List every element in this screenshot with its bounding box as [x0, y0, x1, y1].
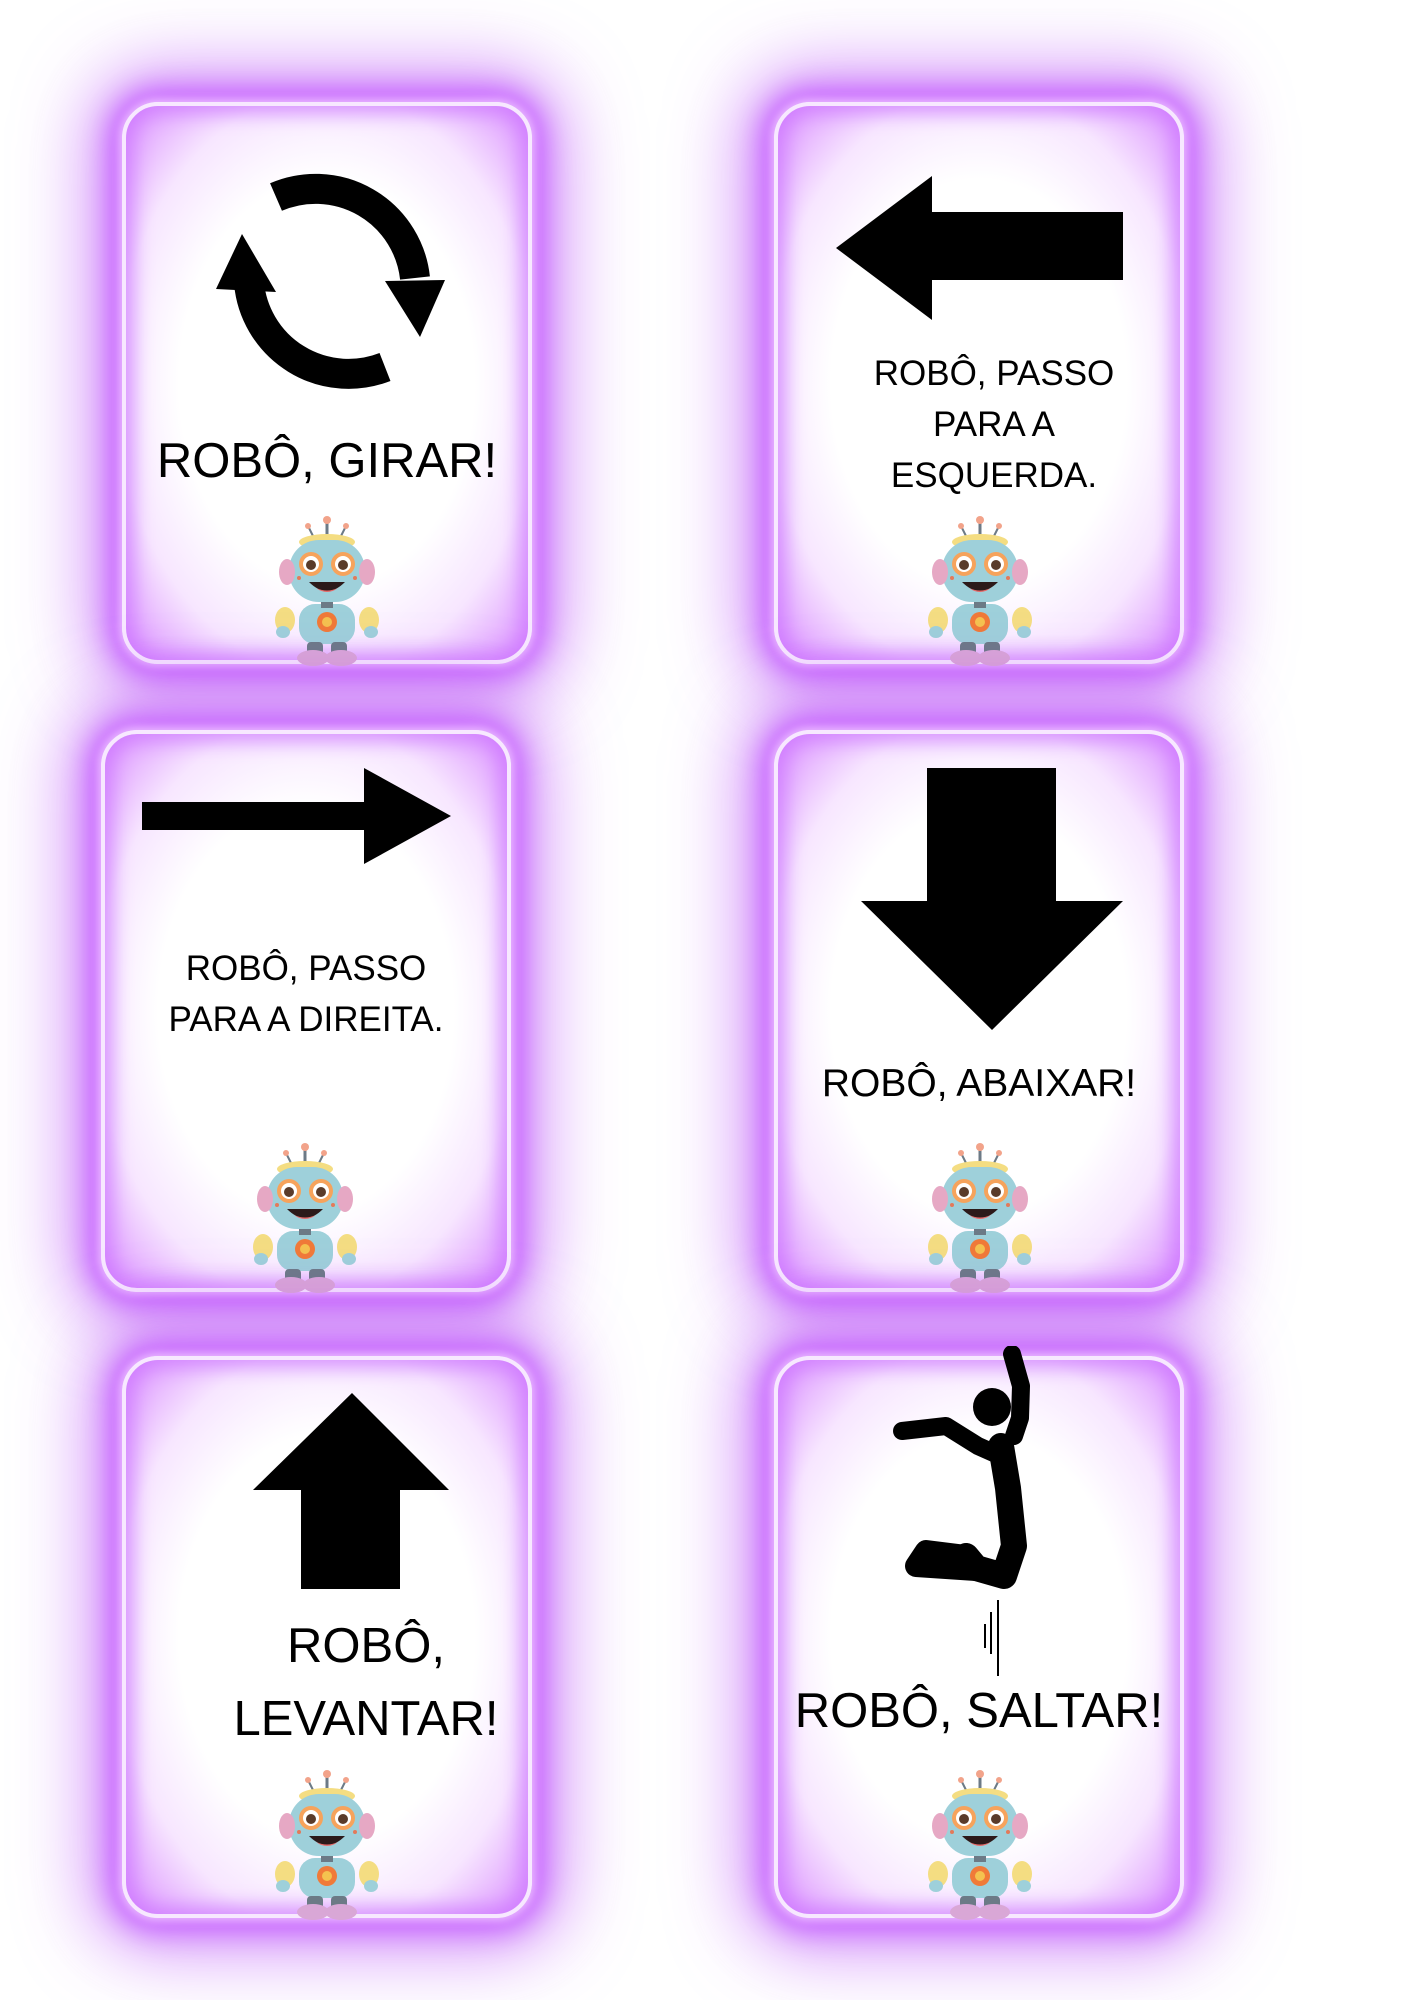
robot-icon	[926, 1143, 1034, 1293]
arrow-right-icon	[142, 768, 451, 864]
robot-icon	[926, 1770, 1034, 1920]
card-label: ROBÔ, ABAIXAR!	[821, 1062, 1137, 1105]
robot-icon	[273, 516, 381, 666]
card-label: ROBÔ, PASSO PARA A DIREITA.	[168, 949, 444, 1040]
jumping-person-icon	[893, 1346, 1030, 1676]
card-label: ROBÔ, LEVANTAR!	[233, 1619, 499, 1746]
arrow-left-icon	[836, 176, 1123, 320]
card-label: ROBÔ, GIRAR!	[156, 434, 498, 488]
card-label: ROBÔ, SALTAR!	[794, 1684, 1164, 1738]
card-label: ROBÔ, PASSO PARA A ESQUERDA.	[873, 354, 1115, 496]
arrow-up-icon	[253, 1393, 449, 1589]
rotate-arrows-icon	[216, 173, 445, 389]
robot-icon	[926, 516, 1034, 666]
robot-icon	[251, 1143, 359, 1293]
robot-icon	[273, 1770, 381, 1920]
arrow-down-icon	[861, 768, 1123, 1030]
